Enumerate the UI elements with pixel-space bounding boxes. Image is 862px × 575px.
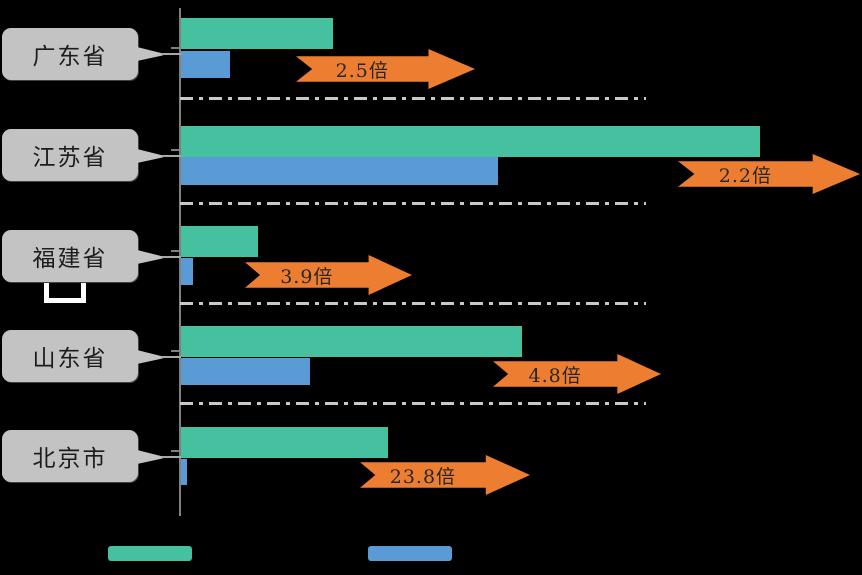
category-label-beijing[interactable]: 北京市 xyxy=(2,430,138,482)
multiplier-arrow-jiangsu: 2.2倍 xyxy=(678,154,860,194)
bar-green-shandong xyxy=(181,326,522,357)
bar-green-fujian xyxy=(181,226,258,257)
callout-tail-2 xyxy=(137,149,163,163)
category-label-text: 福建省 xyxy=(32,246,108,272)
bar-green-jiangsu xyxy=(181,126,760,157)
callout-leader-4 xyxy=(161,356,181,358)
multiplier-arrow-guangdong: 2.5倍 xyxy=(296,49,475,89)
callout-leader-1 xyxy=(161,53,181,55)
bar-blue-fujian xyxy=(181,258,193,285)
bar-blue-shandong xyxy=(181,358,310,385)
multiplier-arrow-label: 2.2倍 xyxy=(718,164,772,187)
callout-leader-2 xyxy=(161,155,181,157)
multiplier-arrow-beijing: 23.8倍 xyxy=(360,455,530,495)
multiplier-arrow-label: 23.8倍 xyxy=(389,465,457,488)
category-label-shandong[interactable]: 山东省 xyxy=(2,330,138,382)
category-label-text: 北京市 xyxy=(32,446,108,472)
multiplier-arrow-label: 3.9倍 xyxy=(280,265,334,288)
bar-blue-guangdong xyxy=(181,51,230,78)
multiplier-arrow-fujian: 3.9倍 xyxy=(245,255,412,295)
category-label-fujian[interactable]: 福建省 xyxy=(2,230,138,282)
callout-leader-3 xyxy=(161,256,181,258)
multiplier-arrow-label: 2.5倍 xyxy=(335,59,389,82)
row-separator-4 xyxy=(180,402,646,405)
axis-tick-5 xyxy=(171,450,179,452)
category-label-guangdong[interactable]: 广东省 xyxy=(2,28,138,80)
bar-blue-jiangsu xyxy=(181,157,498,185)
callout-tail-3 xyxy=(137,250,163,264)
callout-tail-4 xyxy=(137,350,163,364)
callout-leader-5 xyxy=(161,456,181,458)
multiplier-arrow-label: 4.8倍 xyxy=(528,364,582,387)
category-label-jiangsu[interactable]: 江苏省 xyxy=(2,129,138,181)
legend-swatch-blue[interactable] xyxy=(368,546,452,561)
callout-tail-1 xyxy=(137,47,163,61)
callout-tail-5 xyxy=(137,450,163,464)
row-separator-3 xyxy=(180,302,646,305)
row-separator-2 xyxy=(180,202,646,205)
bar-green-guangdong xyxy=(181,18,333,49)
row-separator-1 xyxy=(180,97,646,100)
white-bracket-marker xyxy=(44,283,86,303)
multiplier-arrow-shandong: 4.8倍 xyxy=(493,354,661,394)
axis-tick-3 xyxy=(171,250,179,252)
value-axis-line xyxy=(179,8,181,516)
axis-tick-4 xyxy=(171,350,179,352)
category-label-text: 广东省 xyxy=(32,44,108,70)
axis-tick-1 xyxy=(171,47,179,49)
axis-tick-2 xyxy=(171,149,179,151)
legend-swatch-green[interactable] xyxy=(108,546,192,561)
category-label-text: 山东省 xyxy=(32,346,108,372)
bar-blue-beijing xyxy=(181,459,187,485)
bar-green-beijing xyxy=(181,427,388,458)
category-label-text: 江苏省 xyxy=(32,145,108,171)
